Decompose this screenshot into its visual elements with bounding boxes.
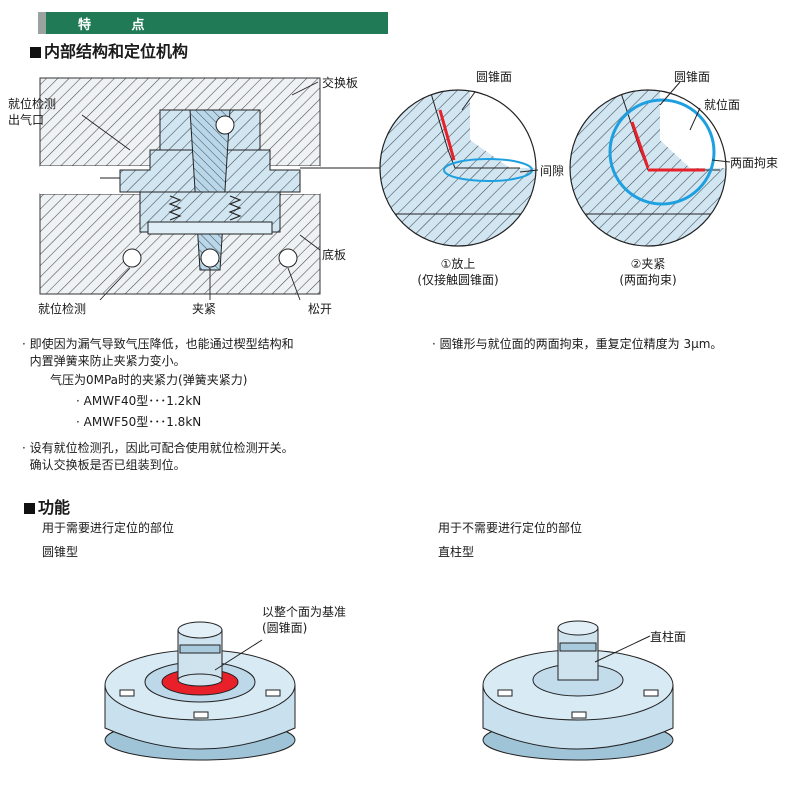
label-cone-face-2: 圆锥面 [674, 70, 711, 84]
cone-type-usage: 用于需要进行定位的部位 [42, 521, 175, 535]
note-line-2: 内置弹簧来防止夹紧力变小。 [22, 354, 186, 368]
straight-type-name: 直柱型 [438, 545, 475, 559]
section2-title: 功能 [24, 494, 70, 518]
straight-type-usage: 用于不需要进行定位的部位 [438, 521, 583, 535]
section-header-bar: 特 点 [38, 12, 388, 34]
label-release: 松开 [308, 302, 333, 316]
note-line-4: · AMWF40型･･･1.2kN [76, 394, 202, 408]
label-clamp: 夹紧 [192, 302, 217, 316]
cone-callout: 以整个面为基准 (圆锥面) [262, 605, 347, 635]
square-bullet-icon [24, 503, 35, 514]
label-seated-detect: 就位检测 [38, 302, 87, 316]
label-gap: 间隙 [540, 164, 565, 178]
label-detect-outlet: 就位检测 出气口 [8, 97, 57, 127]
caption-placed: ①放上 (仅接触圆锥面) [417, 257, 499, 287]
square-bullet-icon [30, 47, 41, 58]
label-seat-face: 就位面 [704, 98, 741, 112]
note-line-5: · AMWF50型･･･1.8kN [76, 415, 202, 429]
cone-type-part [104, 621, 296, 761]
label-base-plate: 底板 [322, 248, 347, 262]
note-line-1: · 即使因为漏气导致气压降低，也能通过楔型结构和 [22, 337, 294, 351]
note-line-6: · 设有就位检测孔，因此可配合使用就位检测开关。 [22, 441, 294, 455]
straight-type-part [482, 620, 674, 761]
caption-clamped: ②夹紧 (两面拘束) [619, 257, 677, 287]
label-cone-face-1: 圆锥面 [476, 70, 513, 84]
cross-section-drawing [39, 77, 321, 295]
cone-type-name: 圆锥型 [42, 545, 79, 559]
straight-callout: 直柱面 [650, 630, 687, 644]
label-exchange-plate: 交换板 [322, 76, 359, 90]
header-title: 特 点 [78, 18, 163, 33]
label-two-face-constraint: 两面拘束 [730, 156, 779, 170]
header-stripe [38, 12, 46, 34]
note-right: · 圆锥形与就位面的两面拘束，重复定位精度为 3μm。 [432, 337, 723, 351]
note-line-3: 气压为0MPa时的夹紧力(弹簧夹紧力) [50, 373, 248, 387]
leader-lines [81, 81, 390, 301]
detail-circle-placed [379, 89, 539, 247]
section1-title: 内部结构和定位机构 [30, 38, 188, 62]
note-line-7: 确认交换板是否已组装到位。 [22, 458, 186, 472]
